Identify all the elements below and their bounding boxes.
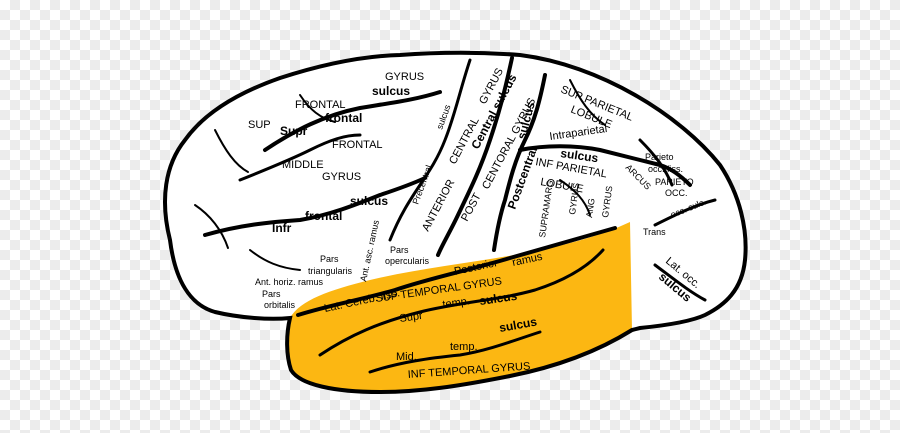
label-pars-orbitalis-1: Pars [262,289,281,299]
central-sulcus-line [436,56,514,257]
label-sup: SUP [248,119,271,131]
label-ang: ANG [584,198,597,219]
label-gyrus-top: GYRUS [385,71,424,83]
parieto-occipital-line [638,138,674,187]
label-frontal-upper: FRONTAL [295,99,346,111]
label-parieto: Parieto [645,152,674,162]
superior-temporal-sulcus-line [318,248,605,357]
frontal-detail-line-3 [299,94,336,123]
label-infr: Infr [272,221,292,235]
label-sulcus-mid: sulcus [498,315,538,335]
label-frontal-middle: FRONTAL [332,139,383,151]
frontal-detail-line-2 [214,129,249,173]
label-gyrus-supramarg: GYRUS [567,182,581,215]
label-occ-fiss: occ. fiss. [648,164,683,174]
frontal-detail-line-1 [194,204,229,249]
superior-frontal-sulcus-line [263,90,442,152]
label-sulcus-ip: sulcus [560,146,600,165]
label-supr-temp: Supr [399,310,424,325]
label-temp-sulcus: temp. [442,295,471,311]
label-pars-opercularis-1: Pars [390,245,409,255]
transverse-occipital-line [653,198,717,227]
label-frontal-mid: frontal [325,111,362,125]
label-supr: Supr [280,124,308,138]
label-ant-horiz-ramus: Ant. horiz. ramus [255,277,324,287]
label-pars-triangularis-1: Pars [320,254,339,264]
label-pars-triangularis-2: triangularis [308,266,353,276]
label-sulcus-infr: sulcus [350,194,388,208]
label-sulcus-top: sulcus [372,84,410,98]
precentral-sulcus-line [388,58,472,242]
label-frontal-infr: frontal [305,209,342,223]
parietal-detail-line-2 [559,179,591,216]
label-pars-orbitalis-2: orbitalis [264,300,296,310]
label-sulcus-temp: sulcus [478,289,518,308]
postcentral-sulcus-line [492,73,547,252]
label-trans: Trans [643,227,666,237]
sulci-lines [194,56,717,374]
middle-temporal-sulcus-line [368,330,542,374]
intraparietal-sulcus-line [518,144,692,187]
label-gyrus-ang: GYRUS [600,185,614,218]
brain-outline [163,50,748,395]
label-gyrus-middle: GYRUS [322,171,361,183]
inferior-frontal-sulcus-line [203,176,427,237]
label-temp-mid: temp. [450,341,478,353]
temporal-lobe-highlight [287,222,632,392]
middle-frontal-line [238,133,362,182]
frontal-detail-line-4 [249,249,301,271]
label-occ: OCC. [665,188,688,198]
lateral-fissure-line [296,226,617,317]
label-pars-opercularis-2: opercularis [385,256,430,266]
parietal-detail-line-1 [569,79,606,126]
label-parieto-occ: PARIETO [655,177,694,187]
label-middle: MIDDLE [282,159,324,171]
label-mid: Mid. [396,351,417,363]
lateral-occipital-line [653,263,707,302]
